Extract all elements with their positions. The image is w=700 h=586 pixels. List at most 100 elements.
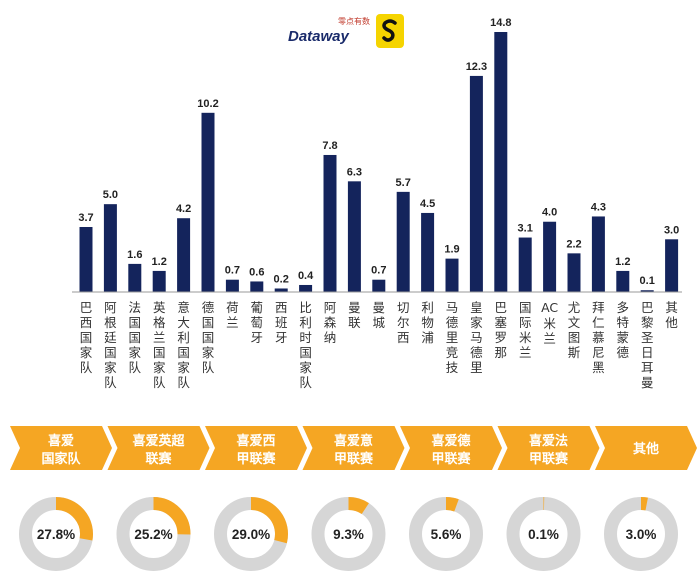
bar bbox=[421, 212, 435, 292]
donut-slice bbox=[640, 497, 648, 511]
svg-text:技: 技 bbox=[446, 360, 459, 375]
category-label: 阿森纳 bbox=[324, 300, 337, 345]
bar bbox=[299, 284, 313, 292]
svg-text:城: 城 bbox=[373, 315, 386, 330]
svg-text:队: 队 bbox=[202, 360, 215, 375]
svg-text:英: 英 bbox=[153, 300, 166, 315]
svg-text:西: 西 bbox=[275, 300, 288, 315]
svg-text:那: 那 bbox=[495, 345, 508, 360]
svg-text:家: 家 bbox=[470, 315, 483, 330]
svg-text:斯: 斯 bbox=[568, 345, 581, 360]
svg-text:家: 家 bbox=[202, 345, 215, 360]
brand-s-icon bbox=[376, 14, 404, 48]
svg-text:德: 德 bbox=[446, 315, 459, 330]
banner-segment bbox=[205, 426, 307, 470]
svg-text:国: 国 bbox=[129, 330, 142, 345]
bar bbox=[79, 227, 93, 292]
svg-text:曼: 曼 bbox=[373, 300, 386, 315]
bar bbox=[445, 258, 459, 292]
svg-text:联: 联 bbox=[348, 315, 361, 330]
svg-text:比: 比 bbox=[299, 300, 312, 315]
svg-text:牙: 牙 bbox=[275, 330, 288, 345]
svg-text:罗: 罗 bbox=[495, 330, 508, 345]
donut-chart: 0.1% bbox=[506, 496, 581, 571]
svg-text:黎: 黎 bbox=[641, 315, 654, 330]
svg-text:马: 马 bbox=[470, 330, 483, 345]
svg-text:兰: 兰 bbox=[226, 315, 239, 330]
svg-text:际: 际 bbox=[519, 315, 532, 330]
svg-text:甲联赛: 甲联赛 bbox=[334, 451, 374, 467]
bar bbox=[347, 181, 361, 292]
svg-text:马: 马 bbox=[446, 300, 459, 315]
banner-label: 其他 bbox=[633, 441, 659, 457]
bar bbox=[177, 218, 191, 292]
svg-text:喜爱意: 喜爱意 bbox=[334, 433, 373, 449]
svg-text:家: 家 bbox=[177, 360, 190, 375]
svg-text:国: 国 bbox=[129, 315, 142, 330]
donut-chart: 3.0% bbox=[604, 497, 678, 571]
bar bbox=[494, 32, 508, 292]
svg-text:竞: 竞 bbox=[446, 345, 459, 360]
svg-text:家: 家 bbox=[129, 345, 142, 360]
bar-value-label: 4.5 bbox=[420, 198, 435, 210]
bar-value-label: 1.2 bbox=[615, 256, 630, 268]
bar-value-label: 6.3 bbox=[347, 166, 362, 178]
svg-text:塞: 塞 bbox=[495, 315, 508, 330]
donut-value-label: 3.0% bbox=[626, 527, 657, 542]
banner-segment bbox=[302, 426, 405, 470]
svg-text:巴: 巴 bbox=[495, 300, 508, 315]
bar-value-label: 0.6 bbox=[249, 266, 264, 278]
bar bbox=[665, 239, 679, 292]
bar-value-label: 0.4 bbox=[298, 270, 314, 282]
svg-text:国: 国 bbox=[519, 300, 532, 315]
bar bbox=[591, 216, 605, 292]
bar bbox=[567, 253, 581, 292]
donut-value-label: 5.6% bbox=[431, 527, 462, 542]
bar-value-label: 4.0 bbox=[542, 207, 557, 219]
s-glyph-icon bbox=[382, 19, 397, 42]
svg-text:联赛: 联赛 bbox=[145, 451, 172, 467]
svg-text:西: 西 bbox=[397, 330, 410, 345]
svg-text:国: 国 bbox=[104, 345, 117, 360]
category-labels: 巴西国家队阿根廷国家队法国国家队英格兰国家队意大利国家队德国国家队荷兰葡萄牙西班… bbox=[80, 300, 679, 390]
svg-text:家: 家 bbox=[299, 360, 312, 375]
svg-text:耳: 耳 bbox=[641, 360, 654, 375]
bar bbox=[225, 279, 239, 292]
category-label: 西班牙 bbox=[275, 300, 288, 345]
svg-text:日: 日 bbox=[641, 345, 654, 360]
svg-text:纳: 纳 bbox=[324, 330, 337, 345]
svg-text:阿: 阿 bbox=[104, 300, 117, 315]
bar-value-label: 10.2 bbox=[197, 98, 218, 110]
svg-text:甲联赛: 甲联赛 bbox=[431, 451, 471, 467]
svg-text:喜爱德: 喜爱德 bbox=[431, 433, 470, 449]
svg-text:阿: 阿 bbox=[324, 300, 337, 315]
svg-text:森: 森 bbox=[324, 315, 337, 330]
svg-text:兰: 兰 bbox=[543, 331, 556, 346]
bar bbox=[396, 191, 410, 292]
svg-text:拜: 拜 bbox=[592, 300, 605, 315]
bar-value-label: 1.6 bbox=[127, 249, 142, 261]
brand-logo: 零点有数 Dataway bbox=[280, 8, 420, 52]
bar-value-label: 4.2 bbox=[176, 203, 191, 215]
category-label: 利物浦 bbox=[421, 300, 434, 345]
donut-slice bbox=[153, 497, 191, 535]
svg-text:尼: 尼 bbox=[592, 345, 605, 360]
category-label: 荷兰 bbox=[226, 300, 239, 330]
bar-value-label: 1.9 bbox=[444, 244, 459, 256]
svg-text:他: 他 bbox=[665, 315, 678, 330]
svg-text:荷: 荷 bbox=[226, 300, 239, 315]
bar-value-label: 7.8 bbox=[322, 140, 337, 152]
svg-text:队: 队 bbox=[80, 360, 93, 375]
svg-text:国: 国 bbox=[202, 330, 215, 345]
banner-segment bbox=[497, 426, 600, 470]
svg-text:巴: 巴 bbox=[641, 300, 654, 315]
